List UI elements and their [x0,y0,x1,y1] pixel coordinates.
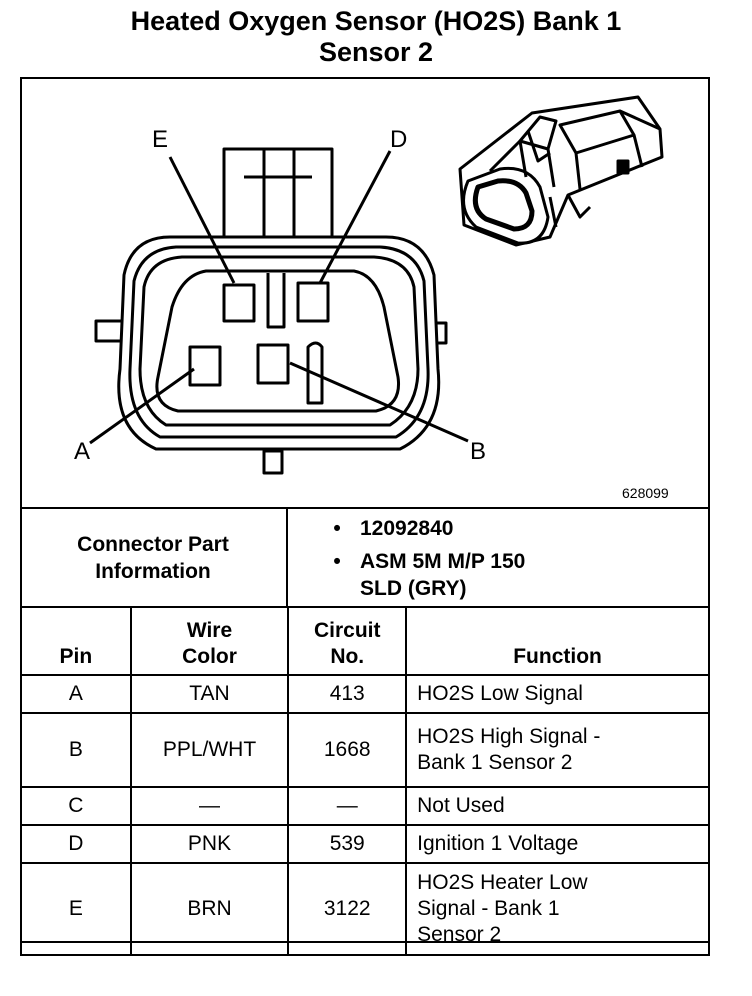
header-pin: Pin [20,606,132,676]
part-number: 12092840 [360,517,454,540]
table-row: B PPL/WHT 1668 HO2S High Signal -Bank 1 … [20,712,710,788]
cell-circuit: 3122 [287,862,408,956]
cell-function: HO2S Low Signal [405,674,710,714]
bullet: • [333,517,341,540]
cell-circuit: 413 [287,674,408,714]
connector-info-label-line-2: Information [95,560,211,583]
cell-function: Ignition 1 Voltage [405,824,710,864]
connector-diagram: E D A B [74,95,664,475]
cell-pin: C [20,786,132,826]
label-a: A [74,438,90,465]
part-number-item: • 12092840 [288,515,708,542]
bottom-tab [262,449,284,475]
assembly-item: • ASM 5M M/P 150 [288,548,708,575]
cell-circuit: 539 [287,824,408,864]
cell-function: Not Used [405,786,710,826]
header-circuit-no: Circuit No. [287,606,408,676]
cell-function: HO2S High Signal -Bank 1 Sensor 2 [405,712,710,788]
connector-perspective-view [458,95,664,247]
table-row: A TAN 413 HO2S Low Signal [20,674,710,714]
connector-info-section: Connector Part Information • 12092840 • … [20,507,710,607]
terminal-b [256,343,290,385]
cell-circuit: — [287,786,408,826]
pinout-table: Pin Wire Color Circuit No. Function A TA… [20,606,710,956]
label-e: E [152,126,168,153]
title-line-1: Heated Oxygen Sensor (HO2S) Bank 1 [130,6,622,36]
assembly-color: SLD (GRY) [360,577,467,600]
connector-latch [222,147,334,251]
connector-housing-outer [117,235,441,451]
cell-wire-color: BRN [129,862,290,956]
title-line-2: Sensor 2 [318,37,434,67]
cell-wire-color: — [129,786,290,826]
cell-wire-color: TAN [129,674,290,714]
page-title: Heated Oxygen Sensor (HO2S) Bank 1 Senso… [0,6,752,68]
cell-pin: D [20,824,132,864]
table-header-row: Pin Wire Color Circuit No. Function [20,606,710,676]
terminal-a [188,345,222,387]
connector-info-label-line-1: Connector Part [77,533,229,556]
assembly-item-continued: SLD (GRY) [288,575,708,602]
cell-wire-color: PPL/WHT [129,712,290,788]
cell-pin: A [20,674,132,714]
figure-id: 628099 [622,485,669,501]
cell-circuit: 1668 [287,712,408,788]
label-b: B [470,438,486,465]
header-function: Function [405,606,710,676]
connector-info-values: • 12092840 • ASM 5M M/P 150 SLD (GRY) [288,515,708,602]
cell-pin: B [20,712,132,788]
assembly-description: ASM 5M M/P 150 [360,550,526,573]
terminal-d [296,281,330,323]
cell-wire-color: PNK [129,824,290,864]
table-row: C — — Not Used [20,786,710,826]
connector-info-label: Connector Part Information [20,509,288,607]
connector-cavity [155,269,401,413]
table-row: D PNK 539 Ignition 1 Voltage [20,824,710,864]
label-d: D [390,126,407,153]
terminal-e [222,283,256,323]
cell-pin: E [20,862,132,956]
bullet: • [333,550,341,573]
header-wire-color: Wire Color [129,606,290,676]
